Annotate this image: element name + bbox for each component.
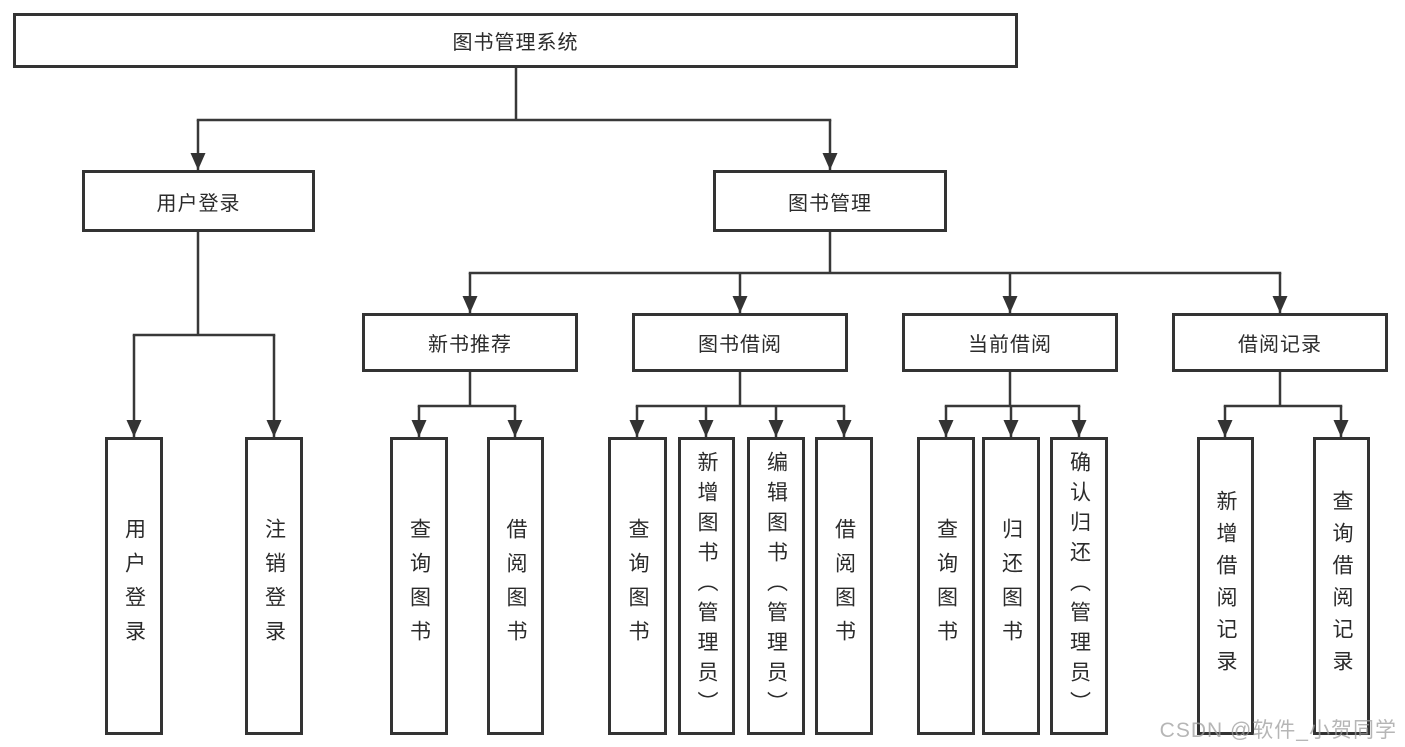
leaf-label: 新增借阅记录: [1214, 490, 1237, 682]
leaf-label: 查询图书: [626, 518, 649, 654]
node-user-login: 用户登录: [82, 170, 315, 232]
leaf-edit-books-admin: 编辑图书（管理员）: [747, 437, 805, 735]
connectors-new-book-rec-group: [411, 372, 523, 437]
leaf-borrow-books-rec: 借阅图书: [487, 437, 544, 735]
leaf-label: 注销登录: [262, 518, 286, 654]
leaf-query-books-current: 查询图书: [917, 437, 975, 735]
leaf-label: 借阅图书: [504, 518, 527, 654]
connectors-borrow-records-group: [1217, 372, 1349, 437]
leaf-label: 新增图书（管理员）: [695, 451, 718, 721]
leaf-query-books-borrow: 查询图书: [608, 437, 667, 735]
leaf-label: 用户登录: [122, 518, 146, 654]
leaf-label: 查询图书: [407, 518, 431, 654]
leaf-logout-login: 注销登录: [245, 437, 303, 735]
leaf-label: 借阅图书: [832, 518, 856, 654]
leaf-label: 查询图书: [934, 518, 958, 654]
node-book-management: 图书管理: [713, 170, 947, 232]
leaf-query-borrow-record: 查询借阅记录: [1313, 437, 1370, 735]
leaf-label: 归还图书: [999, 518, 1023, 654]
leaf-return-books: 归还图书: [982, 437, 1040, 735]
node-book-borrowing: 图书借阅: [632, 313, 848, 372]
connectors-root-to-level2: [190, 68, 838, 170]
node-new-book-recommend: 新书推荐: [362, 313, 578, 372]
connectors-book-mgmt-to-level3: [462, 232, 1288, 313]
connectors-book-borrow-group: [629, 372, 852, 437]
node-root-system: 图书管理系统: [13, 13, 1018, 68]
node-borrowing-records: 借阅记录: [1172, 313, 1388, 372]
leaf-borrow-books: 借阅图书: [815, 437, 873, 735]
node-current-borrowing: 当前借阅: [902, 313, 1118, 372]
leaf-label: 查询借阅记录: [1330, 490, 1353, 682]
leaf-add-borrow-record: 新增借阅记录: [1197, 437, 1254, 735]
leaf-user-login: 用户登录: [105, 437, 163, 735]
leaf-label: 确认归还（管理员）: [1067, 451, 1091, 721]
leaf-add-books-admin: 新增图书（管理员）: [678, 437, 735, 735]
leaf-confirm-return-admin: 确认归还（管理员）: [1050, 437, 1108, 735]
leaf-query-books-rec: 查询图书: [390, 437, 448, 735]
connectors-current-borrow-group: [938, 372, 1087, 437]
leaf-label: 编辑图书（管理员）: [764, 451, 788, 721]
connectors-user-login-group: [126, 232, 282, 437]
